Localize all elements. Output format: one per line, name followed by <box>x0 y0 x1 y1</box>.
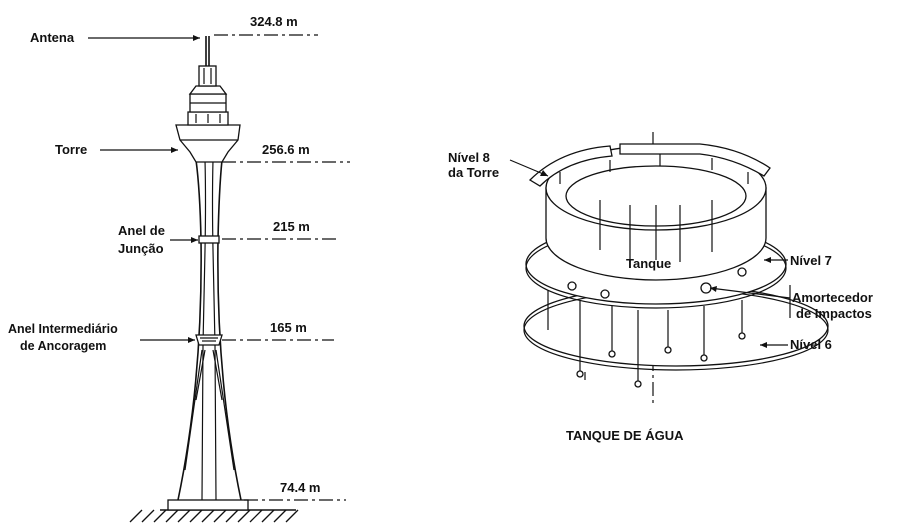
label-level6: Nível 6 <box>790 337 832 352</box>
tower-drawing <box>129 36 299 523</box>
label-damper-line1: Amortecedor <box>792 290 873 305</box>
tank-drawing <box>523 132 829 405</box>
tower-leg-right <box>217 159 242 501</box>
label-damper-line2: de Impactos <box>796 306 872 321</box>
antenna-housing <box>198 65 217 87</box>
ground-hatch <box>129 509 299 523</box>
height-lines <box>214 34 350 501</box>
junction-ring <box>198 235 220 244</box>
height-antenna: 324.8 m <box>250 14 298 29</box>
tower-shaft-right <box>211 159 217 501</box>
impact-dampers <box>567 267 747 299</box>
label-tower: Torre <box>55 142 87 157</box>
label-anchor-line1: Anel Intermediário <box>8 322 118 336</box>
label-anchor-line2: de Ancoragem <box>20 339 106 353</box>
support-columns <box>547 285 791 388</box>
label-tank: Tanque <box>626 256 671 271</box>
label-level8-line1: Nível 8 <box>448 150 490 165</box>
level8-plate-right <box>619 143 771 177</box>
tower-leg-left <box>177 159 202 501</box>
height-junction: 215 m <box>273 219 310 234</box>
height-base: 74.4 m <box>280 480 320 495</box>
tower-head <box>175 124 241 163</box>
level8-plate-left <box>528 145 613 187</box>
tower-shaft-left <box>201 159 207 501</box>
label-level7: Nível 7 <box>790 253 832 268</box>
height-tower: 256.6 m <box>262 142 310 157</box>
tank-title: TANQUE DE ÁGUA <box>566 428 684 443</box>
tower-base-platform <box>167 499 249 511</box>
height-anchor: 165 m <box>270 320 307 335</box>
label-antenna: Antena <box>30 30 75 45</box>
tower-turret-cap <box>188 85 228 95</box>
label-level8-line2: da Torre <box>448 165 499 180</box>
label-junction-line1: Anel de <box>118 223 165 238</box>
anchor-ring <box>195 334 223 346</box>
label-junction-line2: Junção <box>118 241 164 256</box>
